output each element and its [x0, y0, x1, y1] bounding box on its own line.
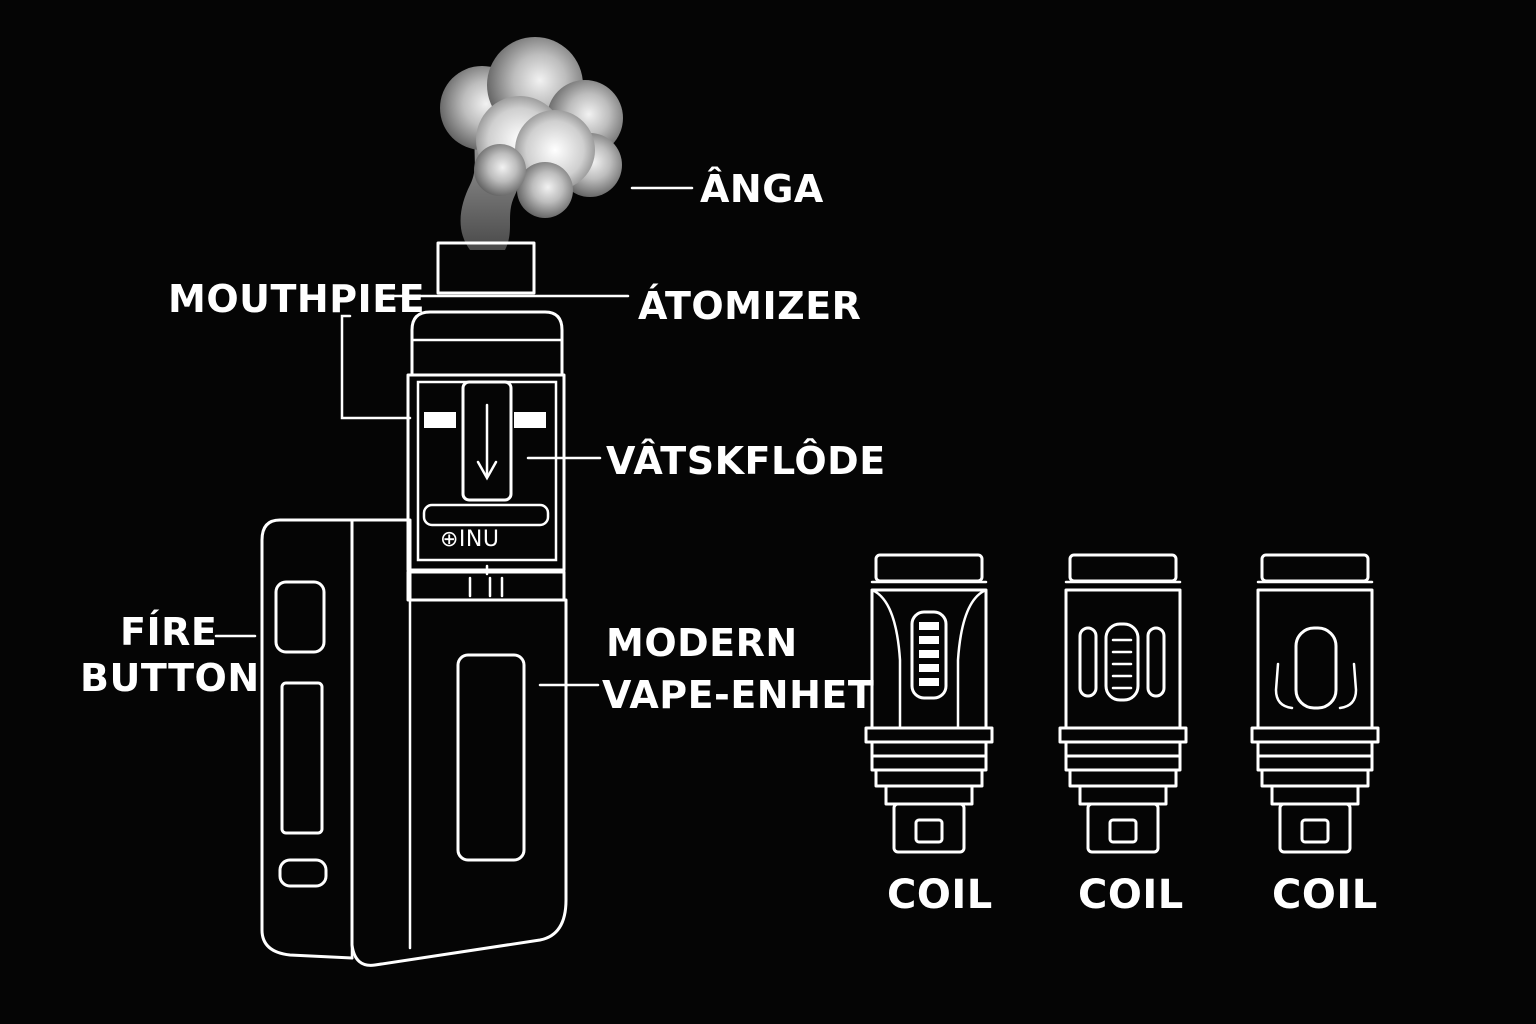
coil-2-label: COIL	[1078, 872, 1184, 918]
adjust-button[interactable]	[278, 858, 328, 888]
coil-2	[1058, 553, 1188, 854]
coil-3-label: COIL	[1272, 872, 1378, 918]
vapor-label: ÂNGA	[700, 167, 824, 211]
chimney	[461, 380, 513, 502]
mouthpiece-label: MOUTHPIEE	[168, 277, 426, 321]
fire-button-label-line1: FÍRE	[120, 610, 218, 654]
coil-3	[1250, 553, 1380, 854]
mod-side	[260, 518, 354, 960]
fire-button[interactable]	[274, 580, 326, 654]
leader-lines	[214, 186, 694, 687]
fire-button-label-line2: BUTTON	[80, 656, 260, 700]
coil-1-label: COIL	[887, 872, 993, 918]
drip-tip	[436, 241, 536, 295]
display-screen	[280, 681, 324, 835]
tank-base-ring	[406, 570, 566, 602]
atomizer-assembly	[406, 241, 566, 602]
atomizer-label: ÁTOMIZER	[638, 284, 862, 328]
liquid-flow-arrow-icon	[476, 460, 498, 481]
coil-1	[864, 553, 994, 854]
liquid-flow-label: VÂTSKFLÔDE	[606, 439, 886, 483]
device-label-line2: VAPE-ENHET	[602, 673, 875, 717]
vapor-cloud-icon	[440, 37, 623, 250]
mod-body	[260, 518, 568, 967]
liquid-window-left	[424, 412, 456, 428]
liquid-window-right	[514, 412, 546, 428]
tank-marking: ⊕INU	[440, 527, 500, 552]
front-window	[456, 653, 526, 862]
top-cap	[410, 310, 564, 377]
device-label-line1: MODERN	[606, 621, 798, 665]
mouthpiece-leader	[340, 314, 412, 420]
